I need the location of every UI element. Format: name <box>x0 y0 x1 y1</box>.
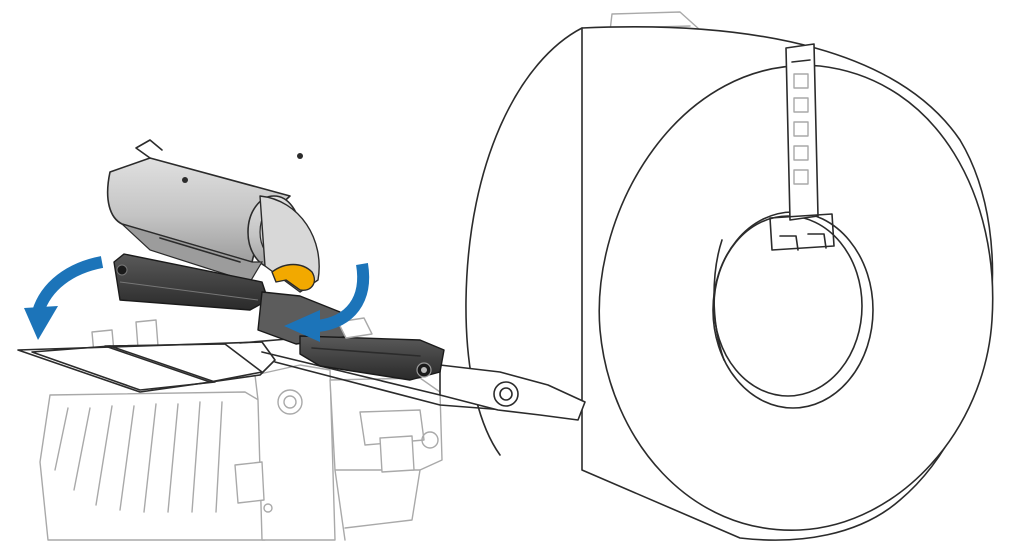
printer-frame <box>39 319 443 541</box>
media-labels <box>17 337 506 411</box>
media-roll <box>439 11 994 541</box>
curved-arrow-left-icon <box>24 256 104 340</box>
printhead-assembly <box>106 139 445 381</box>
curved-arrow-right-icon <box>284 263 370 342</box>
